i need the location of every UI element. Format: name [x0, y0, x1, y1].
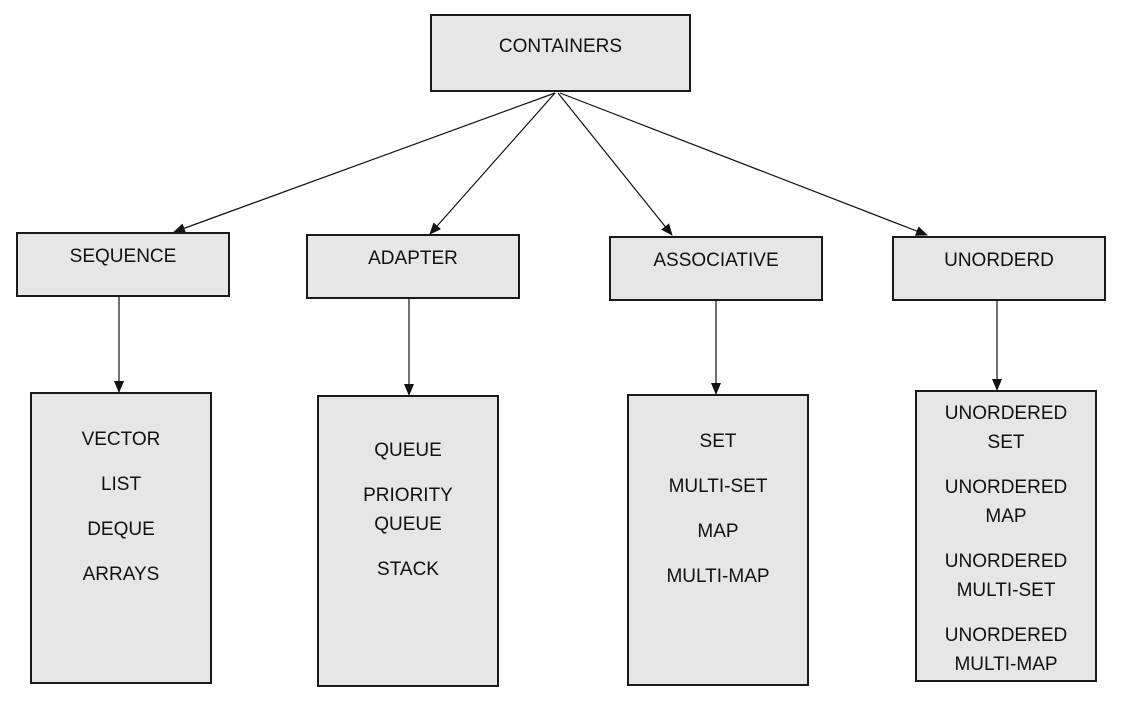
- arrow-containers-to-unorderd: [559, 92, 928, 236]
- associative-list-box: SET MULTI-SET MAP MULTI-MAP: [627, 394, 809, 686]
- sequence-box: SEQUENCE: [16, 232, 230, 297]
- arrow-containers-to-adapter: [429, 92, 556, 235]
- list-item-map: MAP: [697, 521, 739, 542]
- containers-box: CONTAINERS: [430, 14, 691, 92]
- associative-box: ASSOCIATIVE: [609, 236, 823, 301]
- list-item-unordered-multi-set: UNORDERED MULTI-SET: [944, 551, 1068, 601]
- containers-label: CONTAINERS: [498, 36, 623, 57]
- adapter-box: ADAPTER: [306, 234, 520, 299]
- list-item-multi-map: MULTI-MAP: [666, 566, 770, 587]
- list-item-unordered-set: UNORDERED SET: [944, 403, 1068, 453]
- list-item-vector: VECTOR: [81, 429, 161, 450]
- list-item-unordered-multi-map: UNORDERED MULTI-MAP: [944, 625, 1068, 675]
- sequence-list-box: VECTOR LIST DEQUE ARRAYS: [30, 392, 212, 684]
- arrow-containers-to-sequence: [173, 92, 556, 233]
- adapter-label: ADAPTER: [368, 248, 458, 269]
- list-item-deque: DEQUE: [87, 519, 155, 540]
- sequence-label: SEQUENCE: [69, 246, 177, 267]
- unorderd-list-box: UNORDERED SET UNORDERED MAP UNORDERED MU…: [915, 390, 1097, 682]
- arrow-containers-to-associative: [557, 92, 673, 236]
- unorderd-box: UNORDERD: [892, 236, 1106, 301]
- associative-label: ASSOCIATIVE: [653, 250, 779, 271]
- list-item-unordered-map: UNORDERED MAP: [944, 477, 1068, 527]
- list-item-set: SET: [699, 431, 737, 452]
- adapter-list-box: QUEUE PRIORITY QUEUE STACK: [317, 395, 499, 687]
- list-item-priority-queue: PRIORITY QUEUE: [363, 485, 453, 535]
- list-item-stack: STACK: [377, 559, 439, 580]
- list-item-queue: QUEUE: [374, 440, 442, 461]
- list-item-multi-set: MULTI-SET: [668, 476, 768, 497]
- list-item-list: LIST: [100, 474, 142, 495]
- list-item-arrays: ARRAYS: [82, 564, 160, 585]
- unorderd-label: UNORDERD: [944, 250, 1054, 271]
